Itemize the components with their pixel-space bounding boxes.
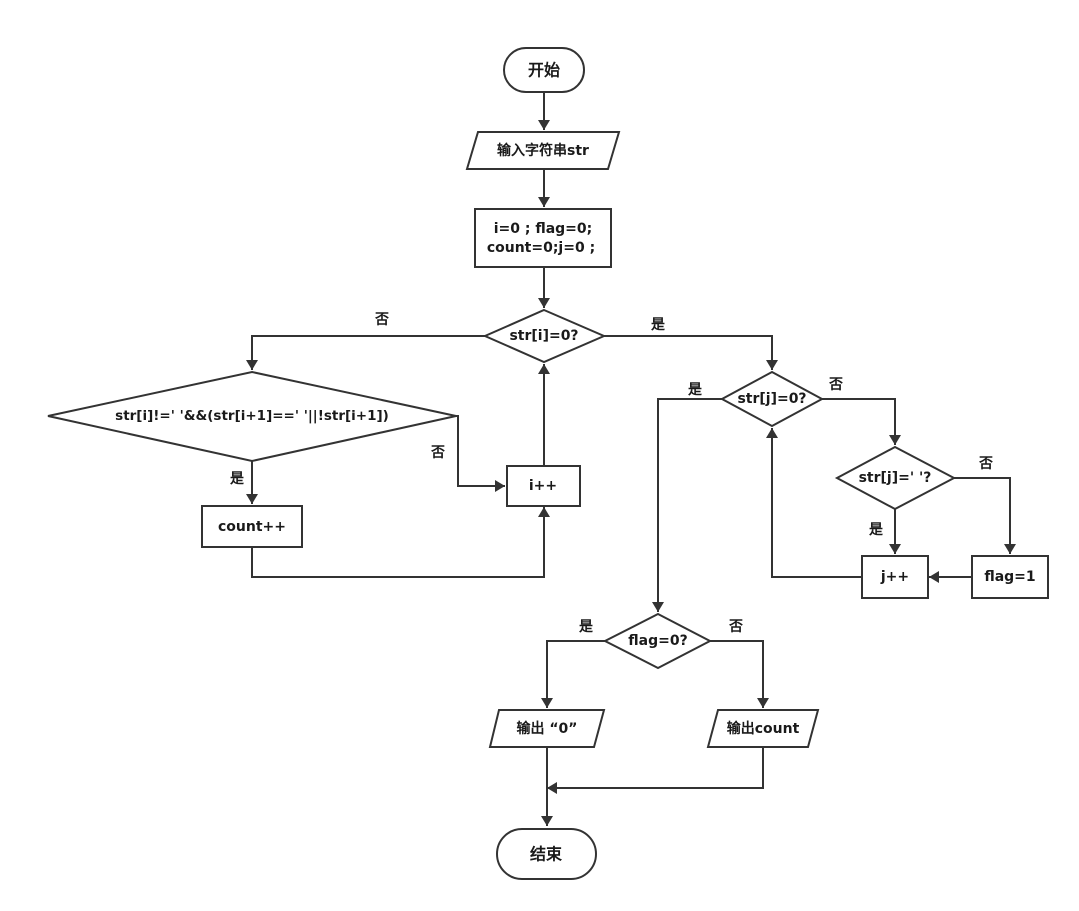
output-zero-node — [488, 709, 606, 748]
input-node — [465, 131, 621, 170]
edge-cond-flag-yes — [541, 640, 605, 708]
i-inc-node — [506, 465, 581, 507]
edge-output-count-end — [547, 747, 764, 794]
edge-cond-j-no — [822, 398, 901, 445]
label-cond-flag-yes: 是 — [579, 619, 594, 635]
cond-j-end-node — [719, 370, 825, 428]
cond-i-end-node — [482, 308, 607, 364]
start-node — [503, 47, 585, 93]
output-count-node — [706, 709, 820, 748]
edge-labels: 否 是 是 否 是 否 否 是 是 否 — [230, 312, 993, 635]
edge-cond-i-no — [246, 335, 485, 370]
input-label: 输入字符串str — [497, 142, 589, 159]
edge-cond-j-yes — [652, 398, 722, 612]
label-cond-word-yes: 是 — [230, 471, 245, 487]
flag-set-node — [971, 555, 1049, 599]
init-label-line1: i=0 ; flag=0; — [494, 221, 593, 237]
end-label: 结束 — [529, 845, 563, 864]
flag-set-label: flag=1 — [984, 569, 1035, 585]
cond-j-end-label: str[j]=0? — [737, 391, 806, 407]
count-inc-node — [201, 505, 303, 548]
edge-cond-word-no — [456, 415, 505, 492]
label-cond-i-no: 否 — [374, 312, 389, 328]
label-cond-j-yes: 是 — [688, 382, 703, 398]
init-label-line2: count=0;j=0 ; — [487, 240, 595, 256]
nodes: 开始 输入字符串str i=0 ; flag=0; count=0;j=0 ; … — [47, 47, 1049, 880]
cond-flag-label: flag=0? — [628, 633, 687, 649]
cond-j-space-label: str[j]=' '? — [859, 470, 932, 486]
cond-j-space-node — [834, 445, 957, 511]
label-cond-space-no: 否 — [978, 456, 993, 472]
edge-j-inc-loop — [766, 428, 862, 578]
label-cond-i-yes: 是 — [651, 317, 666, 333]
cond-i-end-label: str[i]=0? — [509, 328, 578, 344]
label-cond-j-no: 否 — [828, 377, 843, 393]
output-zero-label: 输出 “0” — [516, 720, 577, 737]
init-node — [474, 208, 612, 268]
label-cond-flag-no: 否 — [728, 619, 743, 635]
cond-flag-node — [602, 612, 713, 670]
cond-word-label: str[i]!=' '&&(str[i+1]==' '||!str[i+1]) — [115, 408, 389, 424]
cond-word-node — [47, 370, 457, 463]
edge-count-to-i-inc — [251, 507, 550, 578]
count-inc-label: count++ — [218, 519, 286, 535]
label-cond-word-no: 否 — [430, 445, 445, 461]
edge-cond-space-no — [954, 477, 1016, 554]
edge-cond-i-yes — [604, 335, 778, 370]
i-inc-label: i++ — [529, 478, 557, 494]
label-cond-space-yes: 是 — [869, 522, 884, 538]
j-inc-label: j++ — [880, 569, 909, 585]
j-inc-node — [861, 555, 929, 599]
output-count-label: 输出count — [727, 720, 800, 737]
edges — [246, 92, 1016, 826]
start-label: 开始 — [528, 61, 560, 80]
edge-cond-flag-no — [710, 640, 769, 708]
end-node — [496, 828, 597, 880]
